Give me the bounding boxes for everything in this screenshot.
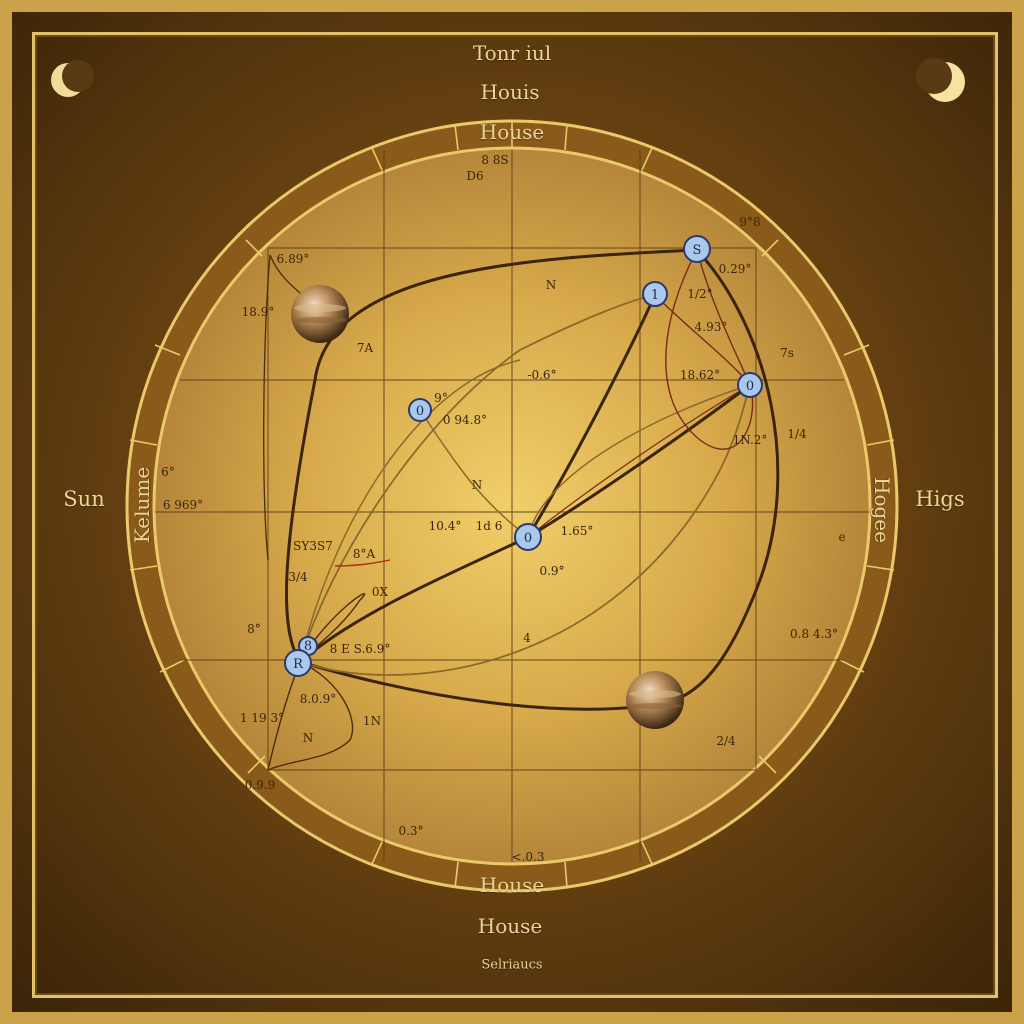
annotation: D6 [466,169,484,183]
svg-text:1: 1 [651,288,659,303]
annotation: 7A [356,341,374,355]
ring-label-bottom: House [479,873,545,897]
svg-text:0: 0 [746,379,754,394]
chart-node: 0 [737,372,763,398]
svg-text:S: S [693,243,702,258]
annotation: 0 94.8° [442,413,488,427]
svg-text:0: 0 [524,531,532,546]
annotation: 1N [362,714,382,728]
annotation: 7s [780,346,794,360]
planet-upper-left [291,285,349,343]
svg-text:8: 8 [304,639,312,654]
annotation: e [838,530,846,544]
bottom-title: House [477,914,543,938]
annotation: 8°A [352,547,376,561]
right-moon-icon [916,58,965,102]
annotation: 0.3° [398,824,424,838]
annotation: 9°8 [739,215,761,229]
aspect-curves [263,248,780,771]
annotation: 6 969° [162,498,204,512]
left-moon-icon [51,60,94,97]
chart-node: R [284,649,312,677]
chart-node: S [683,235,711,263]
inner-gold-frame [32,32,998,998]
annotation: 2/4 [716,734,736,748]
annotation: 0.9.9 [244,778,276,792]
annotation: 1N.2° [732,433,768,447]
annotation: 0.8 4.3° [790,627,838,641]
annotation: <.0.3 [511,850,545,864]
annotation: N [471,478,483,492]
bottom-subtitle: Selriaucs [481,957,543,973]
chart-node: 1 [642,281,668,307]
annotation: 8 8S [481,153,509,167]
annotation: -0.6° [527,368,557,382]
annotation: 0.9° [539,564,565,578]
ring-label-top: House [479,120,545,144]
top-title: Tonr iul [472,41,552,65]
annotation: 8.0.9° [299,692,337,706]
annotation: 8° [247,622,261,636]
annotation: 1.65° [560,524,594,538]
annotation: 8 E S.6.9° [329,642,391,656]
annotation: N [545,278,557,292]
annotation: 1d 6 [475,519,503,533]
annotation: N [302,731,314,745]
annotation: 4.93° [694,320,728,334]
annotation: SY3S7 [293,539,333,553]
chart-node: 0 [514,523,542,551]
annotation: 0.29° [718,262,752,276]
top-subtitle: Houis [480,80,540,104]
planet-lower-right [626,671,684,729]
svg-text:0: 0 [416,404,424,419]
right-side-label: Higs [915,487,965,511]
ring-label-right: Hogee [870,477,894,543]
annotation: 4 [523,631,531,645]
svg-text:R: R [293,657,304,672]
left-side-label: Sun [63,487,105,511]
annotation: 0X [371,585,389,599]
annotation: 18.9° [241,305,275,319]
ring-label-left: Kelume [130,466,154,544]
annotation: 6.89° [276,252,310,266]
annotation: 1/4 [787,427,807,441]
annotation: 9° [434,391,448,405]
annotation: 10.4° [428,519,462,533]
annotation: 6° [161,465,175,479]
chart-node: 0 [408,398,432,422]
chart-grid [155,150,869,862]
annotation: 1 19 3° [239,711,285,725]
annotation: 18.62° [679,368,721,382]
annotation: 1/2° [687,287,713,301]
annotation: 3/4 [288,570,308,584]
